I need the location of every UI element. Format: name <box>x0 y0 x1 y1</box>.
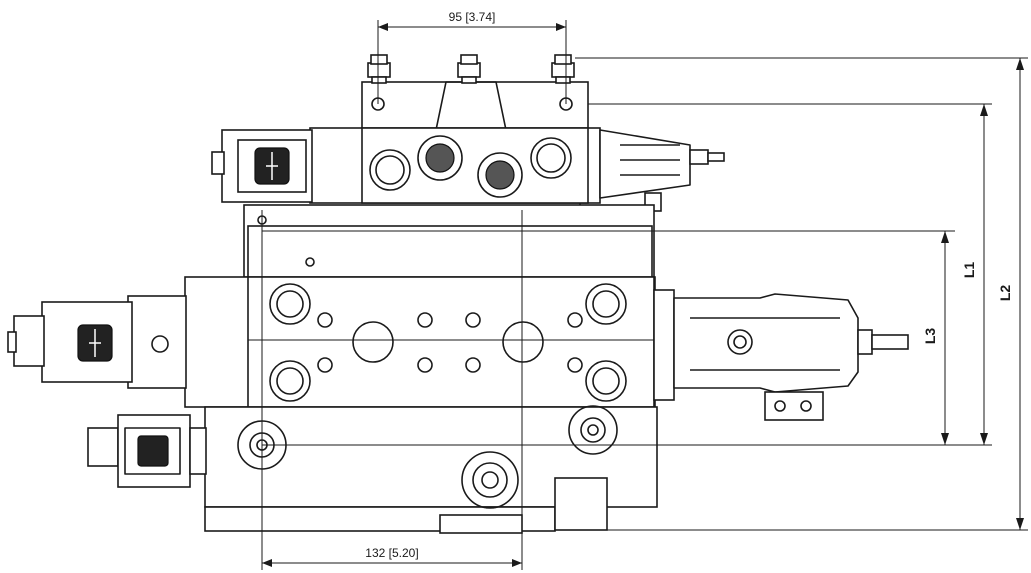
dim-bottom-width-label: 132 [5.20] <box>365 546 418 560</box>
bolt-icon <box>367 54 391 84</box>
port-icon <box>568 405 618 455</box>
centerlines <box>261 20 567 570</box>
top-valve-section <box>211 54 725 233</box>
dim-l2-label: L2 <box>997 285 1013 302</box>
bolt-icon <box>457 54 481 84</box>
port-icon <box>585 283 627 325</box>
port-icon <box>530 137 572 179</box>
port-icon <box>269 283 311 325</box>
extension-lines <box>262 57 1028 531</box>
port-icon <box>585 360 627 402</box>
port-icon <box>417 135 463 181</box>
port-icon <box>269 360 311 402</box>
middle-manifold <box>7 204 909 421</box>
dimension-l1: L1 <box>961 104 988 445</box>
electrical-connector-icon <box>77 324 113 362</box>
electrical-connector-icon <box>254 147 290 185</box>
electrical-connector-icon <box>124 427 181 475</box>
dimension-bottom-width: 132 [5.20] <box>262 546 522 567</box>
port-icon <box>369 149 411 191</box>
dim-l3-label: L3 <box>922 328 938 345</box>
dim-l1-label: L1 <box>961 262 977 279</box>
dimension-l2: L2 <box>997 58 1024 530</box>
dimension-top-width: 95 [3.74] <box>378 10 566 31</box>
port-icon <box>477 152 523 198</box>
port-icon <box>461 451 519 509</box>
bottom-section <box>87 405 658 534</box>
bolt-icon <box>551 54 575 84</box>
dim-top-width-label: 95 [3.74] <box>449 10 496 24</box>
dimension-l3: L3 <box>922 231 949 445</box>
